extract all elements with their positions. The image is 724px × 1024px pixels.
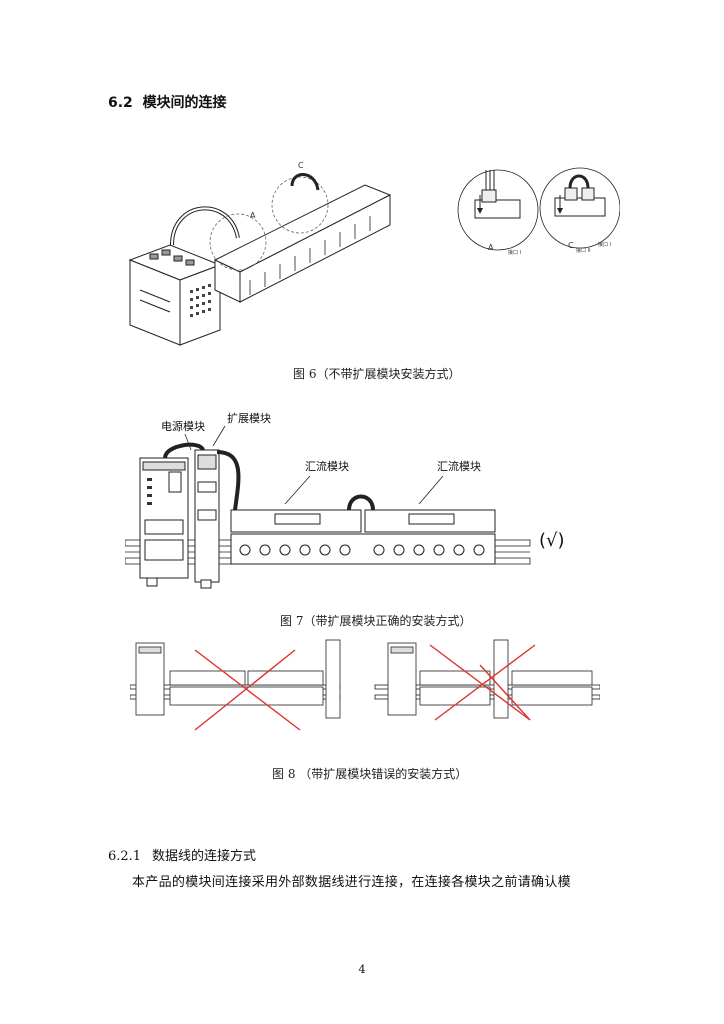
callout-letter-a: A bbox=[250, 211, 256, 220]
detail-left-letter: A bbox=[488, 243, 494, 252]
correct-check-mark: (√) bbox=[539, 530, 565, 551]
cross-mark-right bbox=[429, 644, 536, 721]
label-combiner-module-2: 汇流模块 bbox=[437, 459, 481, 473]
combiner-modules-front bbox=[230, 509, 496, 565]
figure-8-illustration bbox=[130, 639, 600, 731]
detail-right-tag-2: 接口 I bbox=[598, 241, 611, 248]
subsection-title: 数据线的连接方式 bbox=[152, 849, 257, 864]
callout-circle-a bbox=[209, 213, 267, 271]
detail-circle-right: C 接口 II 接口 I bbox=[539, 167, 620, 254]
data-cable bbox=[170, 206, 240, 246]
body-paragraph: 本产品的模块间连接采用外部数据线进行连接，在连接各模块之前请确认模 bbox=[132, 875, 571, 890]
wrong-arrangement-right bbox=[374, 639, 600, 719]
figure-6-caption: 图 6（不带扩展模块安装方式） bbox=[293, 367, 461, 381]
label-combiner-module-1: 汇流模块 bbox=[305, 459, 349, 473]
detail-circle-left: A 接口 I bbox=[457, 169, 539, 256]
section-number: 6.2 bbox=[108, 95, 133, 111]
figure-6-illustration: A C A 接口 I C 接口 II 接口 I bbox=[128, 161, 620, 346]
figure-7-caption: 图 7（带扩展模块正确的安装方式） bbox=[280, 614, 472, 628]
label-expansion-module: 扩展模块 bbox=[227, 411, 271, 425]
section-heading: 6.2 模块间的连接 bbox=[108, 92, 227, 112]
detail-left-tag: 接口 I bbox=[508, 249, 521, 256]
section-title: 模块间的连接 bbox=[142, 95, 227, 111]
callout-letter-c: C bbox=[298, 161, 304, 170]
subsection-heading: 6.2.1 数据线的连接方式 bbox=[108, 845, 256, 864]
expansion-module-front bbox=[194, 449, 220, 589]
callout-circle-c bbox=[271, 176, 329, 234]
detail-right-tag: 接口 II bbox=[576, 247, 591, 254]
figure-7-illustration: 电源模块 扩展模块 汇流模块 汇流模块 bbox=[125, 411, 565, 589]
cross-mark-left bbox=[194, 649, 301, 731]
wrong-arrangement-left bbox=[130, 639, 341, 719]
power-module-drawing bbox=[128, 244, 222, 346]
power-module-front bbox=[139, 457, 189, 587]
subsection-number: 6.2.1 bbox=[108, 849, 142, 864]
detail-right-letter: C bbox=[568, 241, 574, 250]
label-power-module: 电源模块 bbox=[161, 419, 205, 433]
figure-8-caption: 图 8 （带扩展模块错误的安装方式） bbox=[272, 767, 468, 781]
combiner-module-drawing bbox=[213, 184, 392, 303]
page-number: 4 bbox=[358, 963, 366, 976]
